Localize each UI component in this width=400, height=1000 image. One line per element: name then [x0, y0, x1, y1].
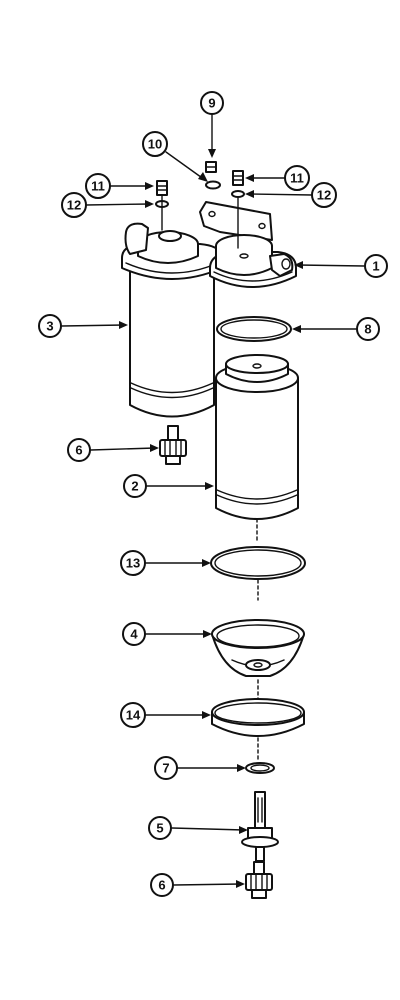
callout-14: 14 — [120, 702, 146, 728]
svg-text:5: 5 — [156, 821, 163, 836]
svg-text:14: 14 — [126, 708, 141, 723]
svg-text:3: 3 — [46, 319, 53, 334]
ring-14 — [211, 698, 305, 761]
callout-7: 7 — [154, 756, 178, 780]
callout-10: 10 — [142, 131, 168, 157]
drain-plug-6-lower — [245, 861, 273, 899]
svg-text:9: 9 — [208, 96, 215, 111]
svg-text:2: 2 — [131, 479, 138, 494]
o-ring-8 — [216, 316, 292, 342]
filter-element-2 — [215, 354, 299, 541]
callout-8: 8 — [356, 317, 380, 341]
callout-2: 2 — [123, 474, 147, 498]
svg-text:6: 6 — [75, 443, 82, 458]
svg-text:13: 13 — [126, 556, 140, 571]
callout-12-left: 12 — [61, 192, 87, 218]
callout-6-upper: 6 — [67, 438, 91, 462]
svg-text:11: 11 — [290, 171, 304, 186]
callout-4: 4 — [122, 622, 146, 646]
bowl-4 — [211, 619, 305, 701]
svg-text:11: 11 — [91, 179, 105, 194]
washer-7 — [245, 762, 275, 774]
svg-text:6: 6 — [158, 878, 165, 893]
left-filter-assembly — [121, 180, 223, 465]
callout-11-left: 11 — [85, 173, 111, 199]
svg-text:12: 12 — [67, 198, 81, 213]
svg-text:8: 8 — [364, 322, 371, 337]
callout-13: 13 — [120, 550, 146, 576]
drain-valve-5 — [241, 791, 279, 862]
callout-3: 3 — [38, 314, 62, 338]
callout-1: 1 — [364, 254, 388, 278]
callout-6-lower: 6 — [150, 873, 174, 897]
svg-text:10: 10 — [148, 137, 162, 152]
svg-text:12: 12 — [317, 188, 331, 203]
callout-11-right: 11 — [284, 165, 310, 191]
leader-lines — [61, 114, 365, 888]
callout-9: 9 — [200, 91, 224, 115]
callout-5: 5 — [148, 816, 172, 840]
right-filter-head — [199, 161, 297, 288]
svg-text:7: 7 — [162, 761, 169, 776]
svg-text:4: 4 — [130, 627, 138, 642]
callout-12-right: 12 — [311, 182, 337, 208]
seal-13 — [210, 546, 306, 601]
svg-text:1: 1 — [372, 259, 379, 274]
